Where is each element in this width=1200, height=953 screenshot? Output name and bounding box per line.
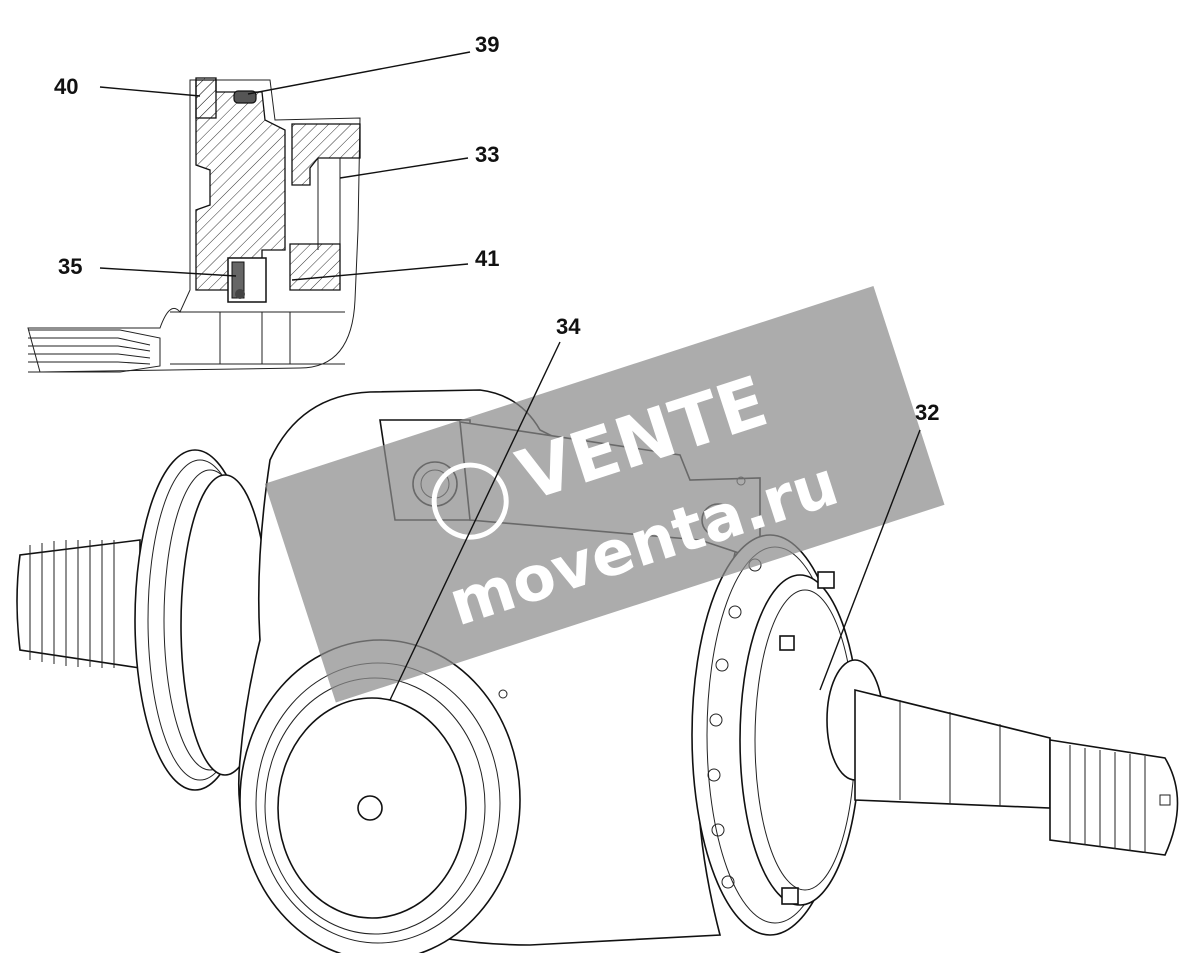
bearing-hub	[239, 639, 521, 953]
callout-39: 39	[475, 32, 499, 57]
leader-lines	[99, 51, 921, 701]
watermark-logo	[431, 462, 509, 540]
watermark-band	[264, 286, 945, 703]
right-output-shaft	[826, 659, 1179, 856]
callout-33: 33	[475, 142, 499, 167]
callout-32: 32	[915, 400, 939, 425]
callout-labels: 39 40 33 35 41 34 32	[54, 32, 939, 425]
callout-34: 34	[556, 314, 581, 339]
ring-33	[291, 123, 361, 186]
callout-41: 41	[475, 246, 499, 271]
watermark: VENTE moventa.ru	[264, 286, 945, 703]
ring-41	[289, 243, 341, 291]
left-flange	[134, 449, 270, 791]
section-detail-inset	[27, 77, 361, 373]
left-splined-shaft	[16, 539, 141, 669]
callout-35: 35	[58, 254, 82, 279]
right-flange	[691, 534, 861, 936]
splined-shaft-inset	[28, 329, 161, 373]
callout-40: 40	[54, 74, 78, 99]
plate-40	[195, 77, 217, 119]
